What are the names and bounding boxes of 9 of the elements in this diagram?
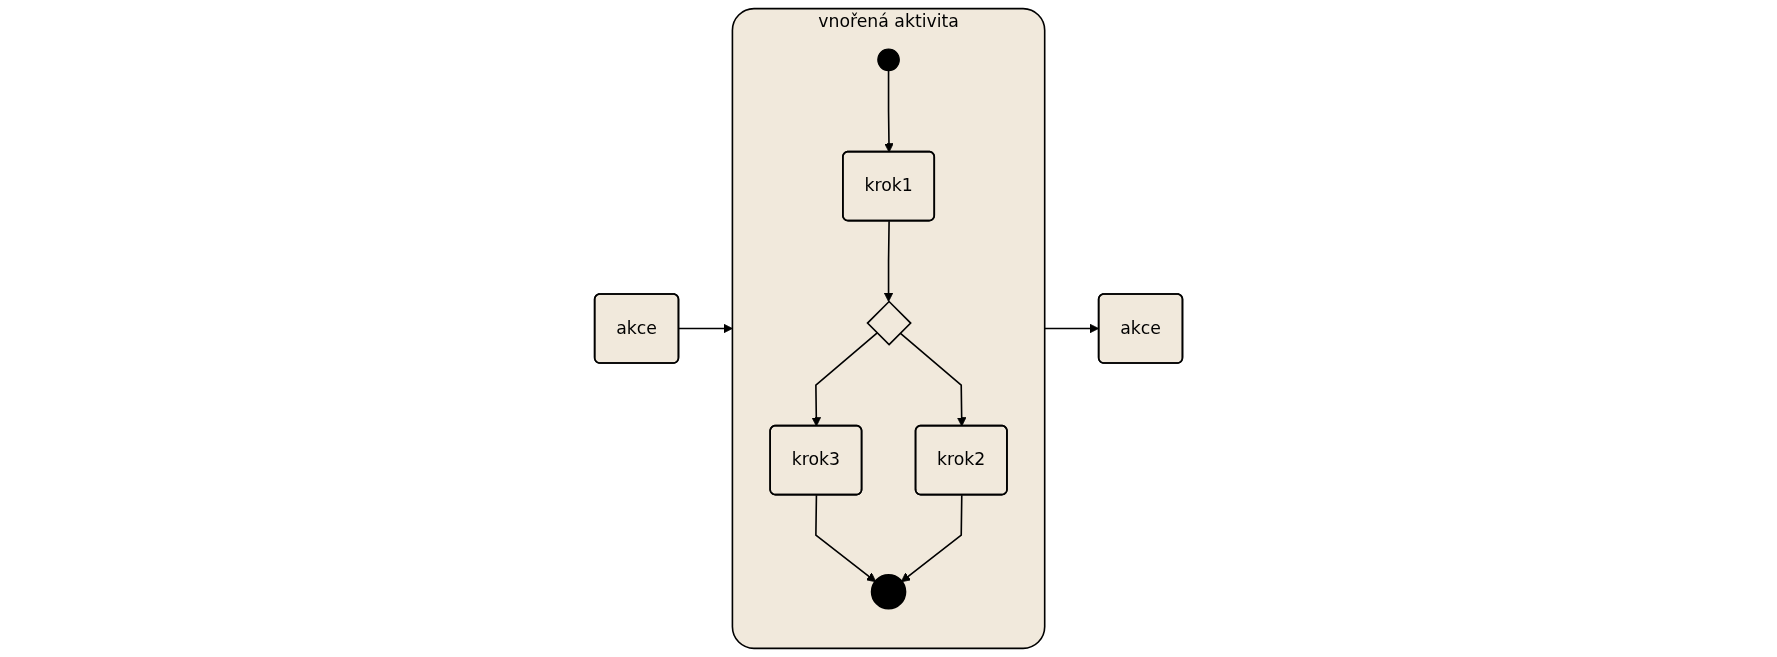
arrow	[811, 332, 878, 427]
arrow	[899, 332, 967, 427]
arrow	[815, 494, 877, 583]
node-circle	[877, 48, 900, 72]
arrow	[884, 69, 894, 153]
node-diamond	[866, 300, 912, 346]
arrow	[883, 220, 894, 302]
node-circle	[870, 573, 907, 610]
arrow	[900, 494, 963, 583]
